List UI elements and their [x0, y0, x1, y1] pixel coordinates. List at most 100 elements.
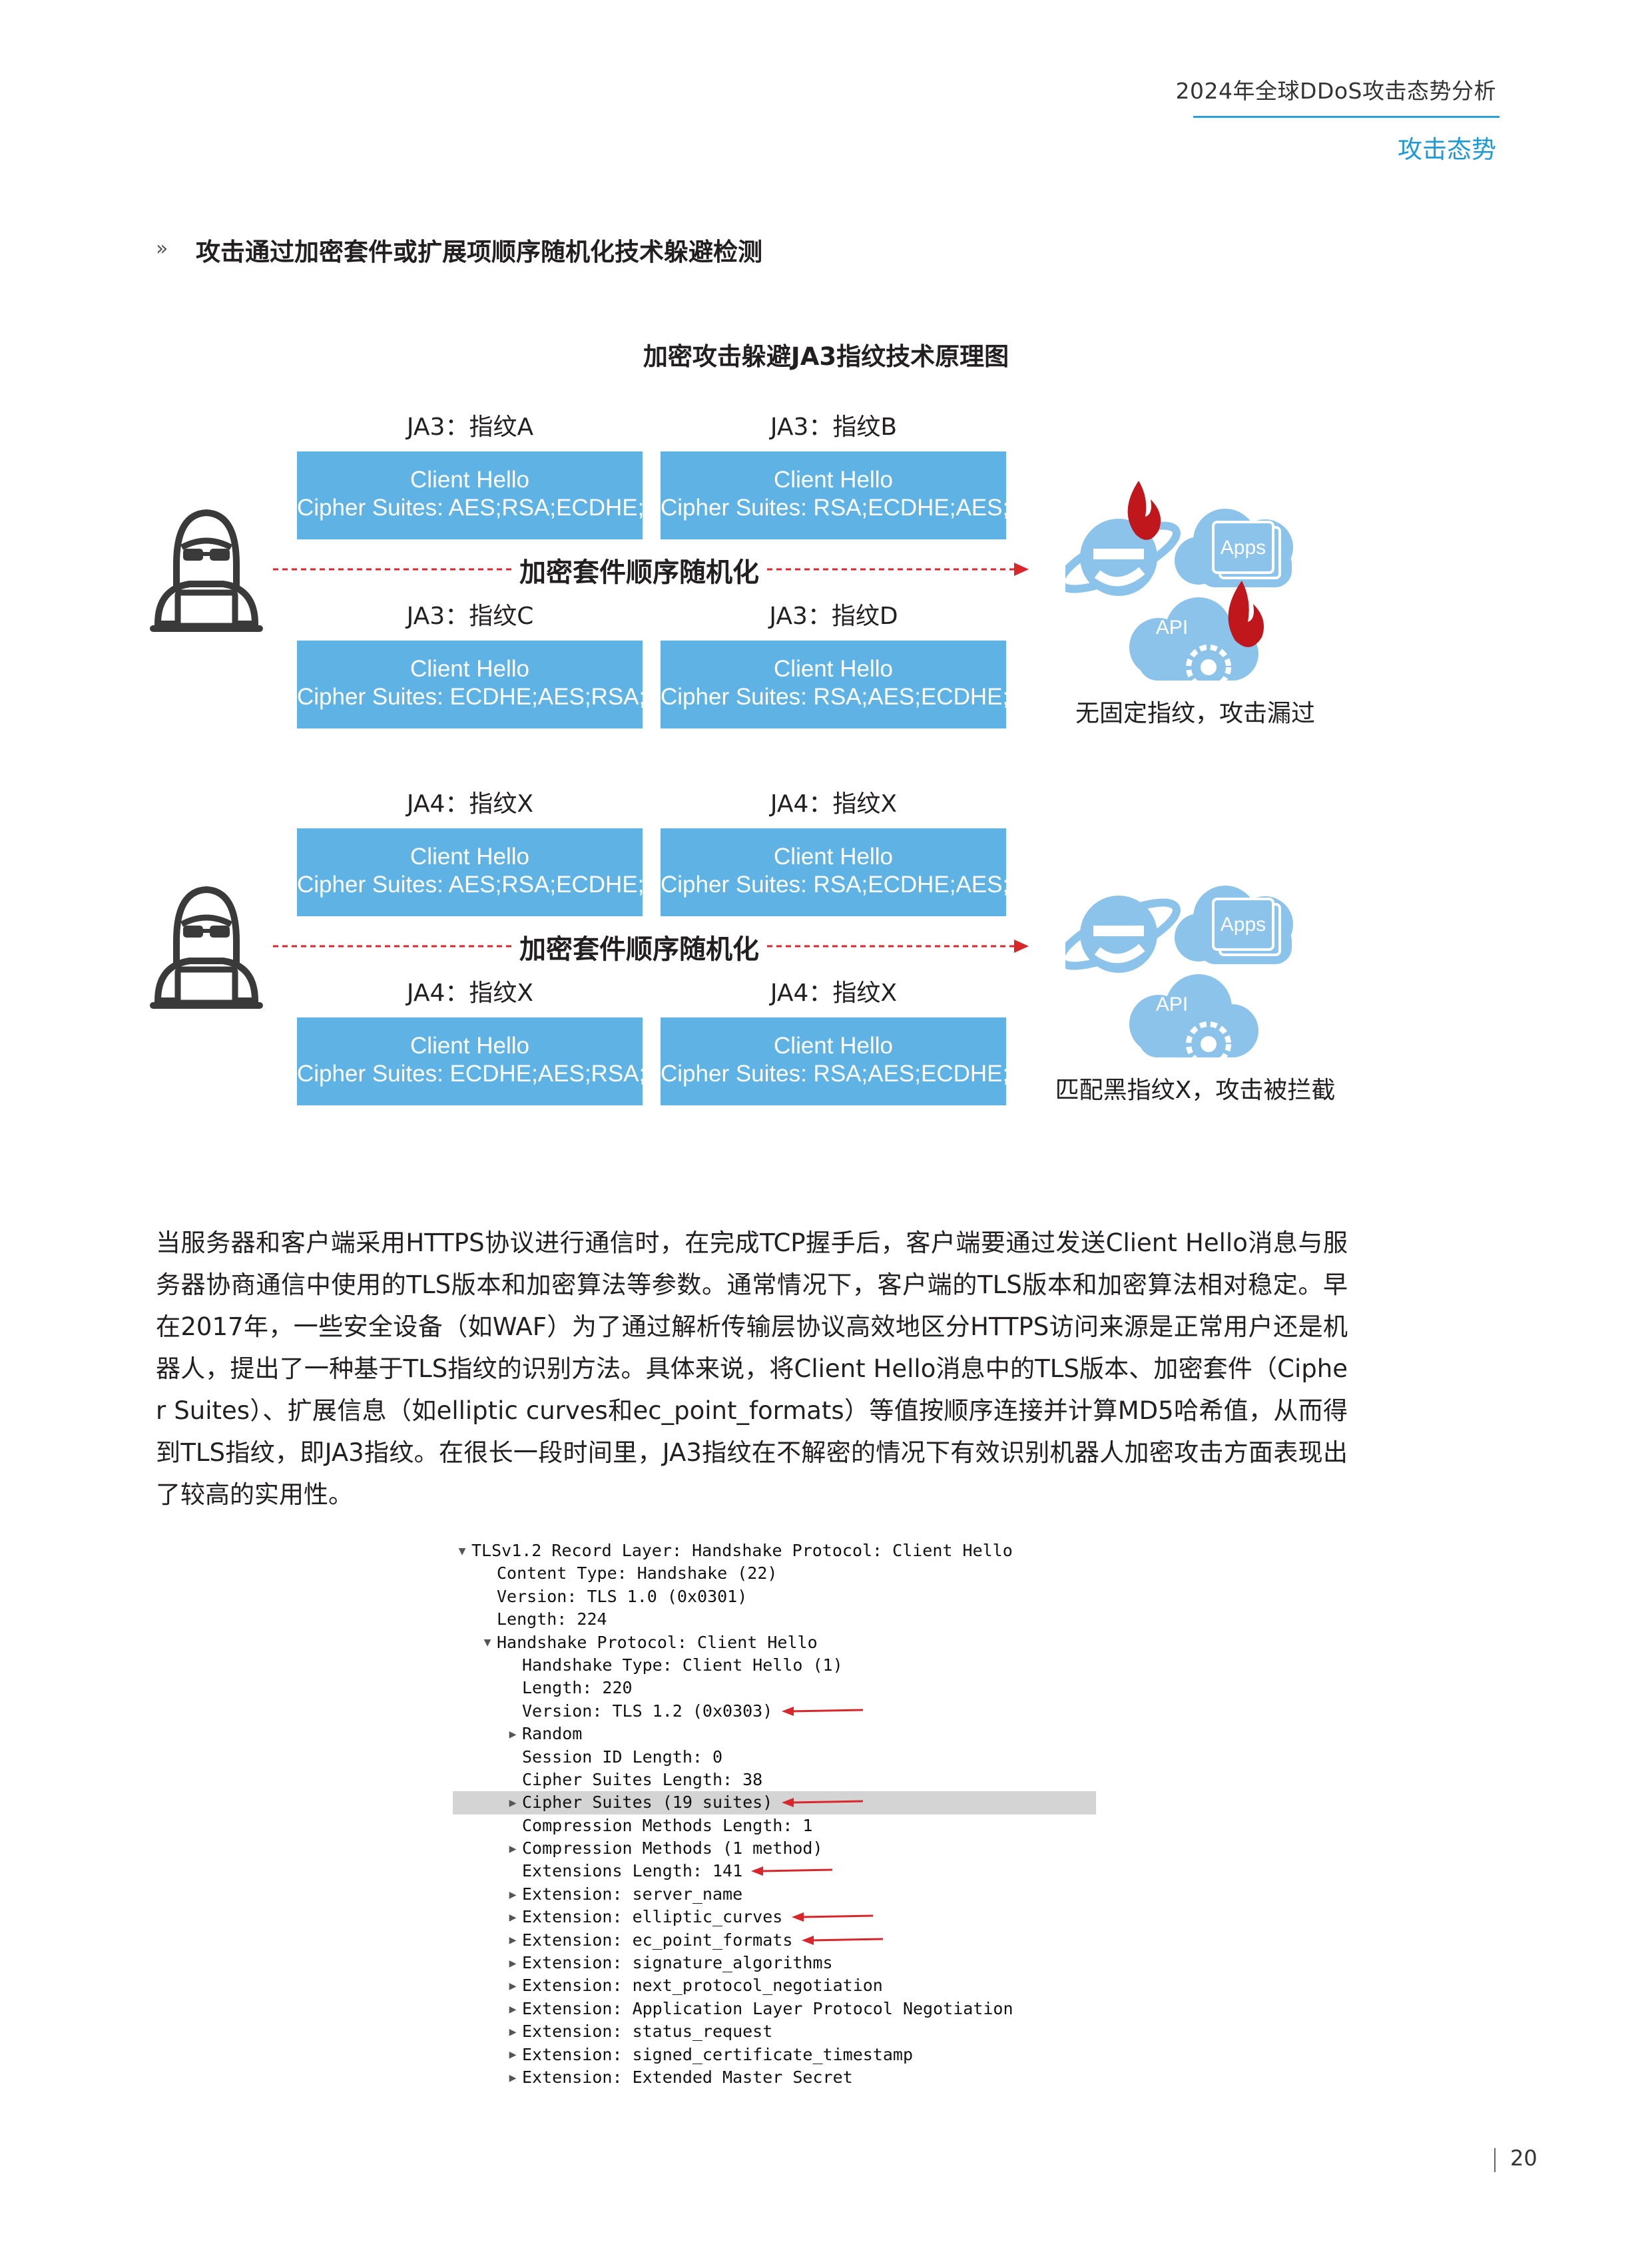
- expanded-triangle-icon[interactable]: ▼: [483, 1635, 491, 1650]
- api-cloud-icon: API: [1129, 974, 1258, 1067]
- packet-field-text: Session ID Length: 0: [522, 1747, 723, 1767]
- collapsed-triangle-icon[interactable]: ▶: [509, 1979, 517, 1994]
- packet-field-text: Compression Methods Length: 1: [522, 1815, 813, 1835]
- client-hello-title: Client Hello: [774, 467, 893, 493]
- packet-field-text: Handshake Type: Client Hello (1): [522, 1655, 843, 1675]
- cipher-suites-line: Cipher Suites: ECDHE;AES;RSA;: [297, 684, 646, 710]
- red-pointer-arrow: [781, 1706, 863, 1716]
- red-pointer-arrow: [751, 1866, 833, 1876]
- browser-icon: [1065, 519, 1181, 596]
- collapsed-triangle-icon[interactable]: ▶: [509, 2002, 517, 2016]
- packet-tree-row[interactable]: Content Type: Handshake (22): [453, 1562, 1052, 1585]
- packet-field-text: Length: 224: [497, 1609, 607, 1629]
- collapsed-triangle-icon[interactable]: ▶: [509, 1887, 517, 1902]
- collapsed-triangle-icon[interactable]: ▶: [509, 1956, 517, 1970]
- cipher-suites-line: Cipher Suites: RSA;AES;ECDHE;: [661, 684, 1009, 710]
- packet-field-text: Random: [522, 1724, 583, 1744]
- packet-tree-row[interactable]: Cipher Suites Length: 38: [453, 1769, 1052, 1791]
- packet-tree-row[interactable]: Compression Methods Length: 1: [453, 1815, 1052, 1837]
- red-pointer-arrow: [801, 1935, 883, 1945]
- randomization-label: 加密套件顺序随机化: [513, 551, 766, 589]
- apps-label: Apps: [1221, 914, 1266, 936]
- fingerprint-label: JA3：指纹D: [769, 603, 898, 630]
- body-paragraph: 当服务器和客户端采用HTTPS协议进行通信时，在完成TCP握手后，客户端要通过发…: [156, 1229, 1348, 1509]
- hacker-icon: [150, 886, 263, 1009]
- flame-icon: [1228, 581, 1264, 647]
- collapsed-triangle-icon[interactable]: ▶: [509, 1933, 517, 1948]
- api-label: API: [1156, 617, 1188, 639]
- cipher-suites-line: Cipher Suites: RSA;ECDHE;AES;: [661, 872, 1009, 898]
- packet-field-text: Extension: elliptic_curves: [522, 1907, 783, 1927]
- collapsed-triangle-icon[interactable]: ▶: [509, 1841, 517, 1856]
- packet-tree-row[interactable]: ▼ Handshake Protocol: Client Hello: [453, 1631, 1052, 1654]
- packet-tree-row[interactable]: ▶ Extension: status_request: [453, 2020, 1052, 2043]
- packet-field-text: Version: TLS 1.0 (0x0301): [497, 1586, 748, 1606]
- packet-field-text: Extension: Extended Master Secret: [522, 2067, 853, 2087]
- packet-field-text: Extension: status_request: [522, 2022, 773, 2042]
- cipher-suites-line: Cipher Suites: AES;RSA;ECDHE;: [297, 872, 645, 898]
- cipher-suites-line: Cipher Suites: RSA;AES;ECDHE;: [661, 1061, 1009, 1087]
- packet-field-text: Extension: ec_point_formats: [522, 1930, 793, 1950]
- client-hello-title: Client Hello: [410, 467, 529, 493]
- packet-field-text: Compression Methods (1 method): [522, 1838, 823, 1858]
- packet-tree-row[interactable]: ▶ Extension: elliptic_curves: [453, 1906, 1052, 1928]
- fingerprint-label: JA4：指纹X: [406, 980, 534, 1007]
- packet-field-text: Cipher Suites (19 suites): [522, 1793, 773, 1813]
- packet-tree-row[interactable]: ▶ Extension: next_protocol_negotiation: [453, 1974, 1052, 1997]
- packet-tree-row[interactable]: Version: TLS 1.0 (0x0301): [453, 1585, 1052, 1608]
- fingerprint-label: JA4：指纹X: [770, 790, 898, 818]
- packet-field-text: Handshake Protocol: Client Hello: [497, 1632, 818, 1652]
- section-bullet: »: [156, 237, 168, 260]
- collapsed-triangle-icon[interactable]: ▶: [509, 1727, 517, 1741]
- client-hello-title: Client Hello: [410, 1033, 529, 1059]
- packet-tree-row[interactable]: ▶Extension: server_name: [453, 1883, 1052, 1906]
- packet-tree-row[interactable]: Extensions Length: 141: [453, 1860, 1052, 1882]
- report-title: 2024年全球DDoS攻击态势分析: [1175, 78, 1496, 104]
- packet-field-text: Extension: signature_algorithms: [522, 1953, 833, 1973]
- packet-field-text: Cipher Suites Length: 38: [522, 1769, 763, 1789]
- collapsed-triangle-icon[interactable]: ▶: [509, 2048, 517, 2062]
- fingerprint-label: JA3：指纹A: [406, 414, 534, 441]
- packet-tree-row[interactable]: ▶Extension: signed_certificate_timestamp: [453, 2044, 1052, 2066]
- packet-tree-row[interactable]: ▶ Extension: Extended Master Secret: [453, 2066, 1052, 2089]
- fingerprint-label: JA3：指纹B: [770, 414, 898, 441]
- packet-tree-row[interactable]: Version: TLS 1.2 (0x0303): [453, 1700, 1052, 1723]
- packet-tree-row[interactable]: ▶ Extension: ec_point_formats: [453, 1929, 1052, 1952]
- page-number: 20: [1510, 2145, 1537, 2171]
- packet-tree-row[interactable]: Session ID Length: 0: [453, 1746, 1052, 1769]
- header-rule: [1193, 116, 1500, 118]
- randomization-label: 加密套件顺序随机化: [513, 928, 766, 966]
- collapsed-triangle-icon[interactable]: ▶: [509, 2070, 517, 2085]
- expanded-triangle-icon[interactable]: ▼: [458, 1543, 466, 1558]
- collapsed-triangle-icon[interactable]: ▶: [509, 1910, 517, 1925]
- api-label: API: [1156, 993, 1188, 1015]
- client-hello-title: Client Hello: [774, 844, 893, 870]
- section-heading: 攻击通过加密套件或扩展项顺序随机化技术躲避检测: [196, 238, 762, 266]
- packet-field-text: Extension: Application Layer Protocol Ne…: [522, 1998, 1013, 2018]
- collapsed-triangle-icon[interactable]: ▶: [509, 1796, 517, 1811]
- packet-field-text: Extension: next_protocol_negotiation: [522, 1976, 883, 1996]
- packet-tree-row[interactable]: ▶ Extension: Application Layer Protocol N…: [453, 1998, 1052, 2020]
- packet-tree-row[interactable]: Length: 220: [453, 1677, 1052, 1699]
- packet-tree-row[interactable]: ▶ Random: [453, 1723, 1052, 1745]
- client-hello-title: Client Hello: [774, 656, 893, 682]
- dashed-arrow: [273, 940, 1029, 953]
- packet-tree-row[interactable]: ▶ Compression Methods (1 method): [453, 1837, 1052, 1860]
- red-pointer-arrow: [791, 1912, 873, 1922]
- packet-tree-row[interactable]: ▶ Cipher Suites (19 suites): [453, 1791, 1096, 1815]
- cipher-suites-line: Cipher Suites: RSA;ECDHE;AES;: [661, 495, 1009, 521]
- apps-cloud-icon: Apps: [1175, 886, 1293, 964]
- fingerprint-label: JA4：指纹X: [406, 790, 534, 818]
- packet-tree-row[interactable]: Length: 224: [453, 1608, 1052, 1631]
- packet-tree-row[interactable]: Handshake Type: Client Hello (1): [453, 1654, 1052, 1677]
- packet-tree-row[interactable]: ▼TLSv1.2 Record Layer: Handshake Protoco…: [453, 1540, 1052, 1562]
- packet-tree-row[interactable]: ▶ Extension: signature_algorithms: [453, 1952, 1052, 1974]
- collapsed-triangle-icon[interactable]: ▶: [509, 2025, 517, 2039]
- fingerprint-label: JA4：指纹X: [770, 980, 898, 1007]
